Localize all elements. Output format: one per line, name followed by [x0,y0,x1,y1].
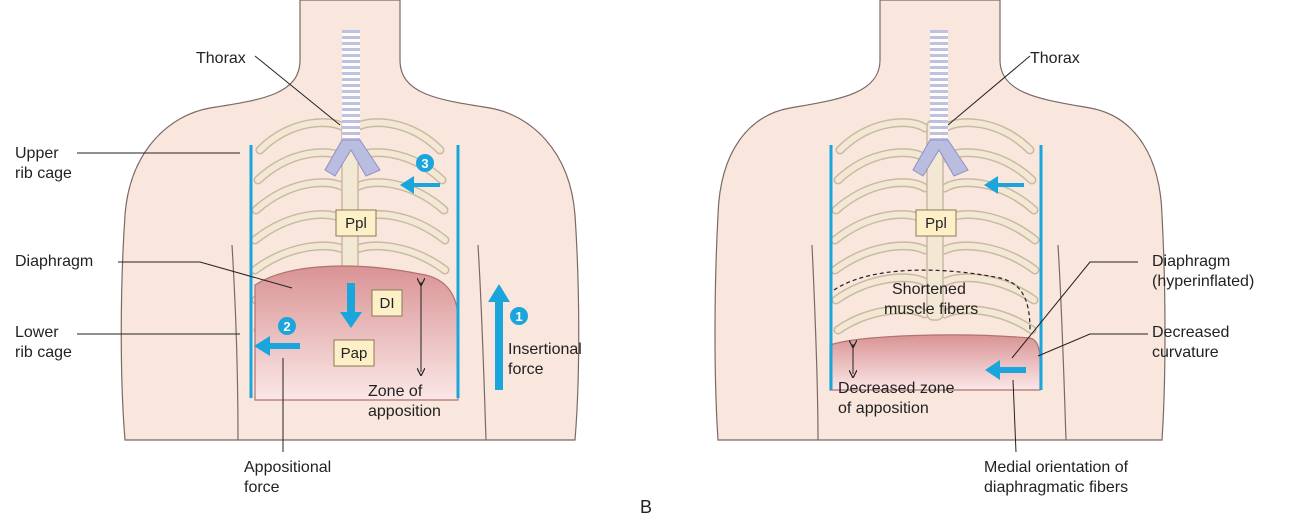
shortened-fibers-line1: Shortened [892,281,966,298]
ppl-label: Ppl [345,215,367,232]
decreased-curvature-line1: Decreased [1152,324,1229,341]
panel-a: 1 2 3 Ppl DI Pap Thorax Upper rib cage D… [15,0,582,496]
insertional-force-line2: force [508,361,544,378]
medial-orientation-line1: Medial orientation of [984,459,1129,476]
zone-of-apposition-line1: Zone of [368,383,423,400]
decreased-curvature-line2: curvature [1152,344,1219,361]
marker-3-text: 3 [421,156,428,171]
appositional-force-line2: force [244,479,280,496]
thorax-label-a: Thorax [196,50,246,67]
marker-2-text: 2 [283,319,290,334]
appositional-force-line1: Appositional [244,459,331,476]
medial-orientation-line2: diaphragmatic fibers [984,479,1128,496]
zone-of-apposition-line2: apposition [368,403,441,420]
diaphragm-label-a: Diaphragm [15,253,93,270]
decreased-zone-line2: of apposition [838,400,929,417]
diaphragm-hyperinflated-line2: (hyperinflated) [1152,273,1254,290]
lower-rib-cage-line2: rib cage [15,344,72,361]
diaphragm-hyperinflated-line1: Diaphragm [1152,253,1230,270]
decreased-zone-line1: Decreased zone [838,380,955,397]
insertional-force-line1: Insertional [508,341,582,358]
lower-rib-cage-line1: Lower [15,324,59,341]
di-label: DI [380,295,395,312]
marker-1-text: 1 [515,309,522,324]
ppl-label-b: Ppl [925,215,947,232]
panel-label-b: B [640,497,652,517]
shortened-fibers-line2: muscle fibers [884,301,978,318]
pap-label: Pap [341,345,368,362]
upper-rib-cage-line2: rib cage [15,165,72,182]
panel-b: Ppl Thorax Shortened muscle fibers Diaph… [640,0,1254,517]
thorax-label-b: Thorax [1030,50,1080,67]
upper-rib-cage-line1: Upper [15,145,59,162]
